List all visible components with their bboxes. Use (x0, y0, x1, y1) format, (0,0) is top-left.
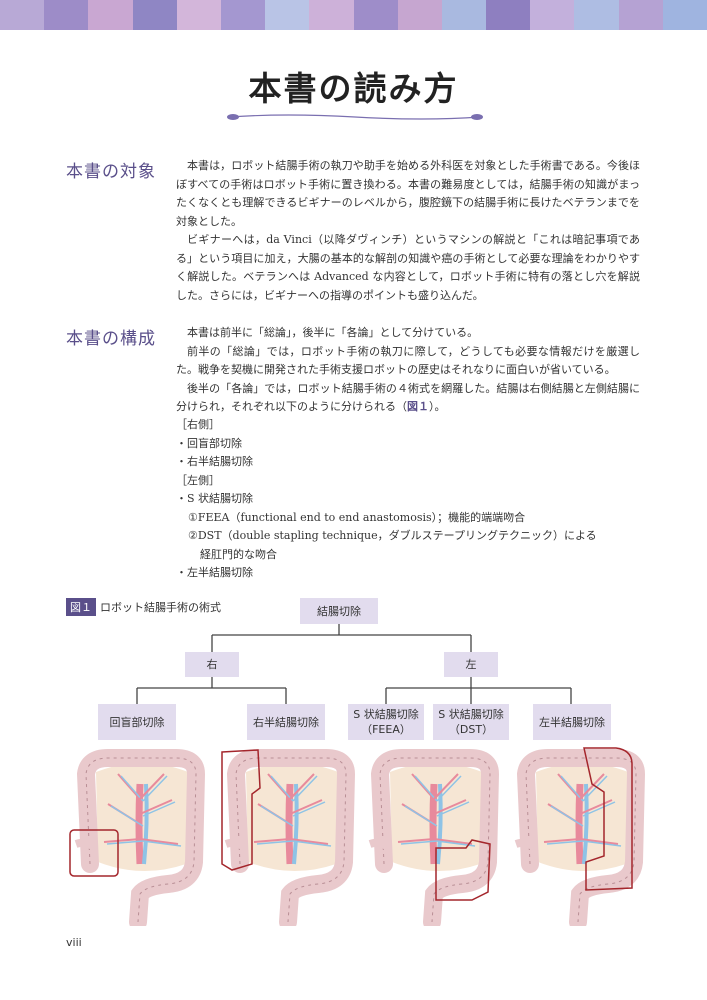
node-left-hemicolectomy: 左半結腸切除 (533, 704, 611, 740)
paragraph: 本書は，ロボット結腸手術の執刀や助手を始める外科医を対象とした手術書である。今後… (176, 159, 640, 228)
list-item: ［右側］ (176, 418, 220, 431)
node-sigmoid-feea: S 状結腸切除 （FEEA） (348, 704, 424, 740)
node-left: 左 (444, 652, 498, 677)
figure-caption: 図１ ロボット結腸手術の術式 (66, 598, 221, 616)
paragraph: 本書は前半に「総論」，後半に「各論」として分けている。 (187, 326, 479, 339)
paragraph: ビギナーへは，da Vinci（以降ダヴィンチ）というマシンの解説と「これは暗記… (176, 233, 640, 302)
top-decorative-band (0, 0, 707, 30)
list-item: ・回盲部切除 (176, 436, 242, 450)
list-item: ・右半結腸切除 (176, 455, 253, 468)
page-title: 本書の読み方 (248, 69, 459, 108)
node-right-hemicolectomy: 右半結腸切除 (247, 704, 325, 740)
node-ileocecal-resection: 回盲部切除 (98, 704, 176, 740)
node-colectomy: 結腸切除 (300, 598, 378, 624)
figure-caption-text: ロボット結腸手術の術式 (100, 601, 221, 614)
list-item: ・S 状結腸切除 (176, 492, 254, 505)
colon-illustration-left-hemicolectomy (508, 744, 656, 931)
list-item: ・左半結腸切除 (176, 566, 253, 579)
procedure-list: ［右側］ ・回盲部切除 ・右半結腸切除 ［左側］ ・S 状結腸切除 ①FEEA（… (176, 416, 640, 583)
list-item: ②DST（double stapling technique，ダブルステープリン… (188, 529, 597, 542)
colon-illustration-right-hemicolectomy (218, 744, 366, 931)
figure-reference[interactable]: 図１ (407, 400, 429, 413)
section-heading-target: 本書の対象 (66, 162, 156, 182)
paragraph-text: ）。 (429, 400, 446, 413)
page-number: viii (66, 936, 82, 949)
figure-tag: 図１ (66, 598, 96, 616)
list-item: ①FEEA（functional end to end anastomosis）… (188, 510, 526, 524)
section-heading-structure: 本書の構成 (66, 329, 156, 349)
paragraph: 後半の「各論」では，ロボット結腸手術の４術式を網羅した。結腸は右側結腸と左側結腸… (176, 380, 640, 417)
list-item: 経肛門的な吻合 (200, 547, 277, 561)
node-sigmoid-dst: S 状結腸切除 （DST） (433, 704, 509, 740)
paragraph-text: 後半の「各論」では，ロボット結腸手術の４術式を網羅した。結腸は右側結腸と左側結腸… (176, 381, 640, 414)
title-ornament (227, 114, 483, 120)
section-structure-body: 本書は前半に「総論」，後半に「各論」として分けている。 前半の「総論」では，ロボ… (176, 324, 640, 417)
list-item: ［左側］ (176, 473, 220, 487)
colon-illustration-ileocecal (68, 744, 216, 931)
section-target-body: 本書は，ロボット結腸手術の執刀や助手を始める外科医を対象とした手術書である。今後… (176, 157, 640, 305)
paragraph: 前半の「総論」では，ロボット手術の執刀に際して，どうしても必要な情報だけを厳選し… (176, 344, 640, 377)
node-right: 右 (185, 652, 239, 677)
colon-illustration-sigmoid-feea (362, 744, 510, 931)
